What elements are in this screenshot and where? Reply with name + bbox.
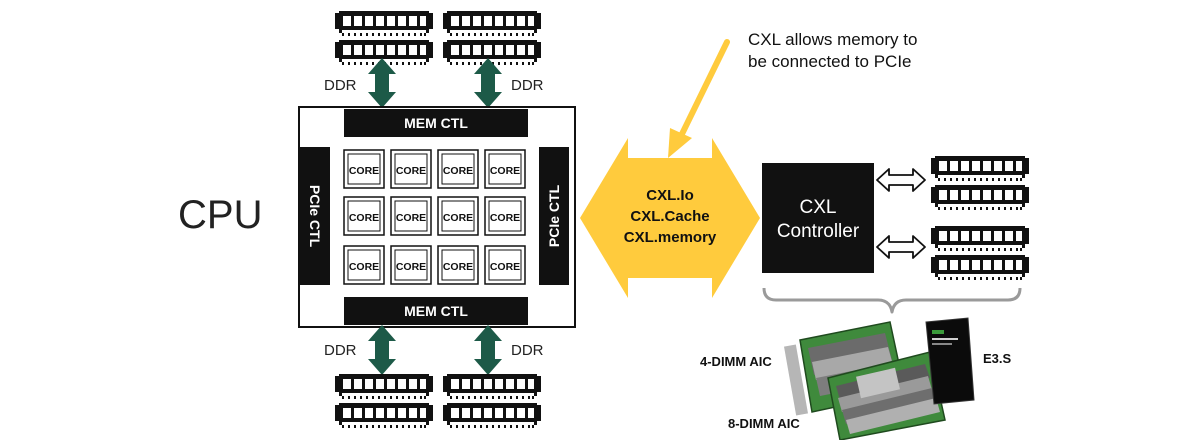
mem-ctl-bottom bbox=[344, 297, 528, 325]
grouping-brace bbox=[762, 287, 1022, 314]
dimm-bottom-left-1 bbox=[335, 374, 433, 399]
cxl-protocol-cache: CXL.Cache bbox=[630, 208, 709, 225]
callout-arrow-icon bbox=[668, 39, 730, 158]
svg-text:CORE: CORE bbox=[349, 165, 379, 177]
ddr-arrow-top-left bbox=[368, 58, 396, 108]
dimm-right-3 bbox=[931, 226, 1029, 251]
core: CORE bbox=[484, 196, 526, 236]
product-e3s-label: E3.S bbox=[983, 351, 1012, 366]
dimm-top-right-1 bbox=[443, 11, 541, 36]
product-e3s-image bbox=[925, 317, 975, 405]
core: CORE bbox=[437, 149, 479, 189]
ddr-arrow-bottom-right bbox=[474, 325, 502, 375]
controller-line-2: Controller bbox=[777, 221, 860, 242]
controller-arrow-top bbox=[876, 168, 926, 192]
dimm-top-left-1 bbox=[335, 11, 433, 36]
cxl-controller bbox=[762, 163, 874, 273]
core: CORE bbox=[390, 196, 432, 236]
product-8-dimm-aic-label: 8-DIMM AIC bbox=[728, 416, 800, 431]
svg-text:CORE: CORE bbox=[396, 261, 426, 273]
svg-text:CORE: CORE bbox=[443, 212, 473, 224]
mem-ctl-bottom-label: MEM CTL bbox=[404, 303, 468, 319]
cxl-protocol-io: CXL.Io bbox=[646, 187, 694, 204]
core-grid: CORE CORE CORE CORE CORE CORE CORE CORE … bbox=[343, 149, 526, 285]
svg-text:CORE: CORE bbox=[490, 165, 520, 177]
callout-line-1: CXL allows memory to bbox=[748, 30, 917, 49]
dimm-bottom-left-2 bbox=[335, 403, 433, 428]
ddr-label-bottom-right: DDR bbox=[511, 342, 544, 359]
product-4-dimm-aic-label: 4-DIMM AIC bbox=[700, 354, 772, 369]
product-8-dimm-aic-image bbox=[827, 351, 946, 440]
core: CORE bbox=[343, 149, 385, 189]
cxl-protocol-memory: CXL.memory bbox=[624, 229, 717, 246]
cpu-label: CPU bbox=[178, 193, 262, 237]
core: CORE bbox=[437, 245, 479, 285]
svg-text:CORE: CORE bbox=[443, 165, 473, 177]
svg-text:CORE: CORE bbox=[490, 261, 520, 273]
core: CORE bbox=[484, 245, 526, 285]
svg-text:CORE: CORE bbox=[490, 212, 520, 224]
svg-text:CORE: CORE bbox=[349, 261, 379, 273]
cxl-double-arrow bbox=[580, 138, 760, 298]
core: CORE bbox=[390, 149, 432, 189]
callout-line-2: be connected to PCIe bbox=[748, 52, 912, 71]
svg-text:CORE: CORE bbox=[396, 165, 426, 177]
core: CORE bbox=[484, 149, 526, 189]
controller-arrow-bottom bbox=[876, 235, 926, 259]
ddr-label-bottom-left: DDR bbox=[324, 342, 357, 359]
ddr-label-top-left: DDR bbox=[324, 77, 357, 94]
pcie-ctl-left-label: PCIe CTL bbox=[307, 185, 323, 248]
mem-ctl-top bbox=[344, 109, 528, 137]
ddr-arrow-top-right bbox=[474, 58, 502, 108]
svg-text:CORE: CORE bbox=[443, 261, 473, 273]
mem-ctl-top-label: MEM CTL bbox=[404, 115, 468, 131]
svg-text:CORE: CORE bbox=[349, 212, 379, 224]
dimm-bottom-right-1 bbox=[443, 374, 541, 399]
controller-line-1: CXL bbox=[800, 197, 837, 218]
pcie-ctl-left bbox=[300, 147, 330, 285]
core: CORE bbox=[343, 245, 385, 285]
dimm-right-2 bbox=[931, 185, 1029, 210]
svg-text:CORE: CORE bbox=[396, 212, 426, 224]
pcie-ctl-right bbox=[539, 147, 569, 285]
dimm-right-1 bbox=[931, 156, 1029, 181]
dimm-top-right-2 bbox=[443, 40, 541, 65]
dimm-right-4 bbox=[931, 255, 1029, 280]
ddr-arrow-bottom-left bbox=[368, 325, 396, 375]
ddr-label-top-right: DDR bbox=[511, 77, 544, 94]
core: CORE bbox=[343, 196, 385, 236]
core: CORE bbox=[437, 196, 479, 236]
pcie-ctl-right-label: PCIe CTL bbox=[546, 184, 562, 247]
dimm-bottom-right-2 bbox=[443, 403, 541, 428]
core: CORE bbox=[390, 245, 432, 285]
cpu-die bbox=[298, 106, 576, 328]
